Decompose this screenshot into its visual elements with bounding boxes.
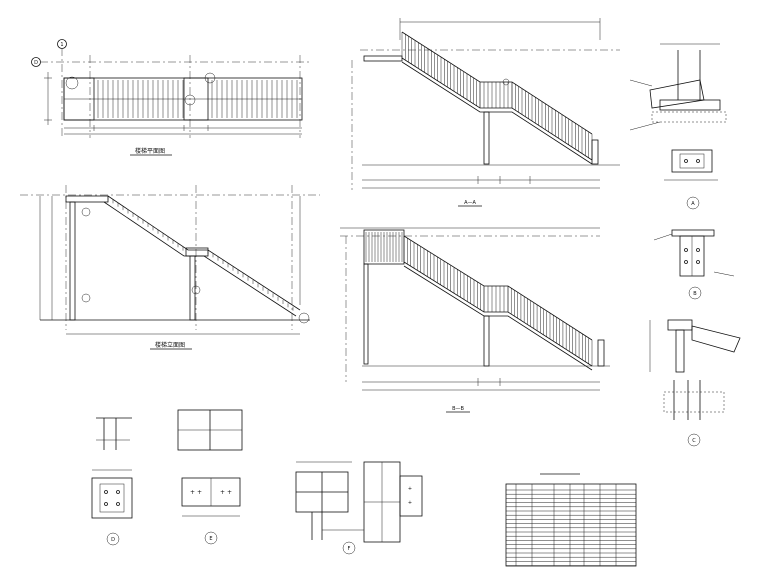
detail-d-marker [106, 532, 120, 546]
detail-b-marker [688, 286, 702, 300]
section-a-view: A—A [351, 18, 620, 207]
plan-treads [97, 80, 298, 118]
material-table [505, 473, 637, 567]
detail-d: D [91, 417, 133, 546]
grid-d-label: D [34, 60, 38, 66]
elevation-treads [107, 196, 294, 311]
detail-f-marker [342, 541, 356, 555]
detail-e-marker [204, 531, 218, 545]
detail-d-label: D [111, 537, 115, 543]
detail-e-label: E [209, 536, 212, 542]
svg-text:+: + [408, 486, 412, 492]
detail-b-label: B [693, 291, 697, 297]
section-b-platform-balusters [365, 232, 403, 262]
table-grid [506, 484, 636, 566]
detail-b: B [653, 229, 735, 300]
svg-text:+: + [408, 500, 412, 506]
detail-f: + + F [295, 461, 423, 555]
section-b-caption: B—B [452, 406, 464, 412]
elevation-view-caption: 楼梯立面图 [155, 341, 185, 349]
plan-view: 1 D 楼梯平面图 [31, 39, 312, 156]
elevation-view: 楼梯立面图 [20, 185, 320, 350]
detail-c-marker [687, 433, 701, 447]
section-a-caption: A—A [464, 200, 476, 206]
grid-1-label: 1 [60, 42, 63, 48]
section-b-balusters [403, 236, 593, 366]
plan-view-caption: 楼梯平面图 [135, 147, 165, 155]
detail-e: + + + + E [177, 409, 243, 545]
section-b-view: B—B [340, 227, 610, 413]
detail-a: A [629, 43, 727, 210]
detail-f-label: F [348, 546, 351, 552]
section-a-balusters [401, 32, 593, 160]
detail-a-marker [686, 196, 700, 210]
detail-c-label: C [692, 438, 696, 444]
detail-c: C [649, 319, 741, 447]
detail-a-label: A [691, 201, 695, 207]
svg-text:+ +: + + [220, 489, 232, 496]
svg-text:+ +: + + [190, 489, 202, 496]
